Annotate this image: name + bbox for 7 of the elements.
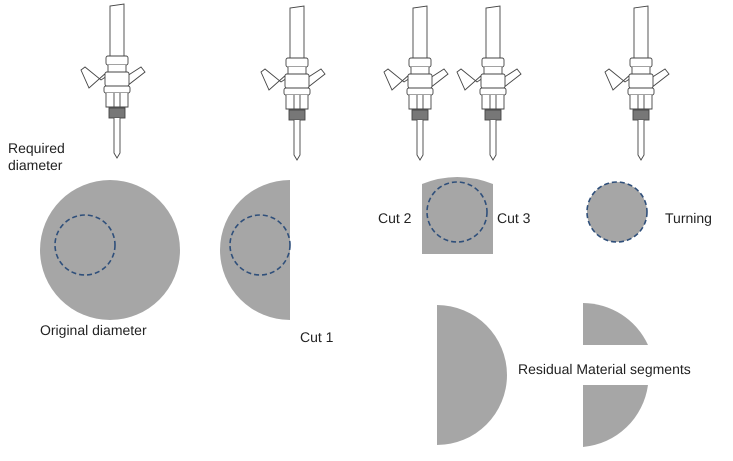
- callout-text: Required diameter: [8, 140, 66, 174]
- callout-text: Turning: [665, 210, 712, 227]
- callout-text: Cut 2: [378, 210, 412, 227]
- callout-text: Residual Material segments: [518, 361, 691, 378]
- callout-text: Original diameter: [40, 322, 147, 339]
- callout-text: Cut 1: [300, 329, 334, 346]
- callout-text: Cut 3: [497, 210, 530, 227]
